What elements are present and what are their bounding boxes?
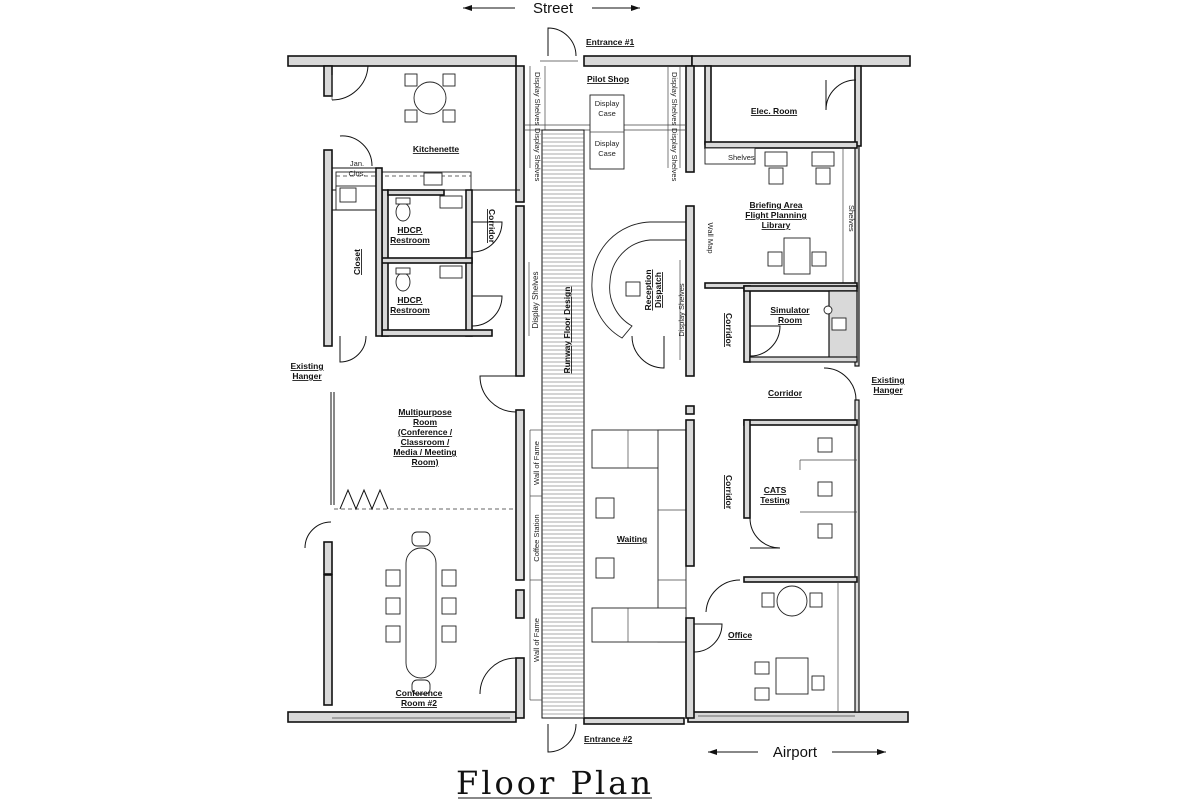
street-label: Street: [533, 0, 574, 17]
cats-testing: [743, 419, 858, 583]
briefing-area: [704, 147, 858, 289]
corridor-right-upper-label: Corridor: [724, 313, 734, 348]
shelves-vertical-label: Shelves: [847, 205, 856, 232]
office-label: Office: [728, 630, 752, 640]
multipurpose-line6: Room): [412, 457, 439, 467]
reception-desk: [591, 205, 695, 377]
entrance-2-door: [547, 723, 577, 753]
elec-room: [704, 65, 858, 149]
hdcp-restroom-1-line2: Restroom: [390, 235, 430, 245]
briefing-label-line2: Flight Planning: [745, 210, 806, 220]
runway-floor: [541, 129, 585, 719]
briefing-label-line3: Library: [762, 220, 791, 230]
display-case-2-line1: Display: [595, 139, 620, 148]
corridor-left-label: Corridor: [487, 209, 497, 244]
hdcp-restroom-2-line1: HDCP.: [397, 295, 422, 305]
jan-clos-line1: Jan.: [350, 159, 364, 168]
coffee-station-label: Coffee Station: [532, 514, 541, 561]
existing-hanger-right-line1: Existing: [871, 375, 904, 385]
closet: [332, 167, 383, 363]
multipurpose-line2: Room: [413, 417, 438, 427]
elec-room-label: Elec. Room: [751, 106, 798, 116]
display-shelves-shop-left-1: Display Shelves: [533, 72, 542, 126]
existing-hanger-left-line2: Hanger: [292, 371, 322, 381]
hdcp-restroom-2-line2: Restroom: [390, 305, 430, 315]
cats-line2: Testing: [760, 495, 790, 505]
pilot-shop-label: Pilot Shop: [587, 74, 629, 84]
existing-hanger-right-line2: Hanger: [873, 385, 903, 395]
runway-label: Runway Floor Design: [562, 287, 572, 374]
multipurpose-line5: Media / Meeting: [393, 447, 456, 457]
cats-line1: CATS: [764, 485, 787, 495]
closet-label: Closet: [352, 249, 362, 275]
wall-map-label: Wall Map: [706, 223, 715, 254]
reception-line1: Reception: [643, 269, 653, 310]
display-shelves-corridor: [479, 205, 530, 413]
conference-2-line1: Conference: [396, 688, 443, 698]
corridor-right-lower-label: Corridor: [724, 475, 734, 510]
briefing-label-line1: Briefing Area: [749, 200, 802, 210]
entrance-1-door: [547, 27, 577, 57]
display-case-1-line1: Display: [595, 99, 620, 108]
conference-table: [385, 531, 457, 695]
street-arrow: [463, 5, 640, 11]
janitor-closet: [332, 135, 377, 211]
simulator-line1: Simulator: [770, 305, 810, 315]
airport-label: Airport: [773, 744, 818, 761]
simulator-line2: Room: [778, 315, 803, 325]
airport-arrow: [708, 749, 886, 755]
waiting-area: [591, 405, 695, 719]
display-shelves-shop-left-2: Display Shelves: [533, 128, 542, 182]
multipurpose-line4: Classroom /: [401, 437, 450, 447]
simulator-room: [743, 285, 858, 363]
waiting-label: Waiting: [617, 534, 647, 544]
wall-of-fame-strip: [479, 409, 542, 719]
display-case-1-line2: Case: [598, 109, 616, 118]
display-case-2-line2: Case: [598, 149, 616, 158]
plan-title: Floor Plan: [456, 764, 654, 800]
multipurpose-room: [304, 488, 516, 575]
corridor-right-middle-label: Corridor: [768, 388, 803, 398]
wall-of-fame-2: Wall of Fame: [532, 618, 541, 662]
reception-line2: Dispatch: [653, 272, 663, 308]
entrance-1-label: Entrance #1: [586, 37, 634, 47]
hdcp-restroom-1-line1: HDCP.: [397, 225, 422, 235]
conference-2-line2: Room #2: [401, 698, 437, 708]
display-shelves-shop-right-1: Display Shelves: [670, 72, 679, 126]
kitchenette-label: Kitchenette: [413, 144, 460, 154]
pilot-shop-area: [515, 65, 695, 203]
display-shelves-shop-right-2: Display Shelves: [670, 128, 679, 182]
entrance-2-label: Entrance #2: [584, 734, 632, 744]
shelves-label: Shelves: [728, 153, 755, 162]
office: [693, 579, 839, 712]
exterior-walls: [287, 55, 911, 725]
wall-of-fame-1: Wall of Fame: [532, 441, 541, 485]
existing-hanger-left-line1: Existing: [290, 361, 323, 371]
restrooms: [381, 189, 503, 337]
display-shelves-reception: Display Shelves: [677, 283, 686, 337]
multipurpose-line3: (Conference /: [398, 427, 453, 437]
multipurpose-line1: Multipurpose: [398, 407, 452, 417]
jan-clos-line2: Clos.: [348, 169, 365, 178]
display-shelves-corridor-label: Display Shelves: [531, 272, 540, 329]
